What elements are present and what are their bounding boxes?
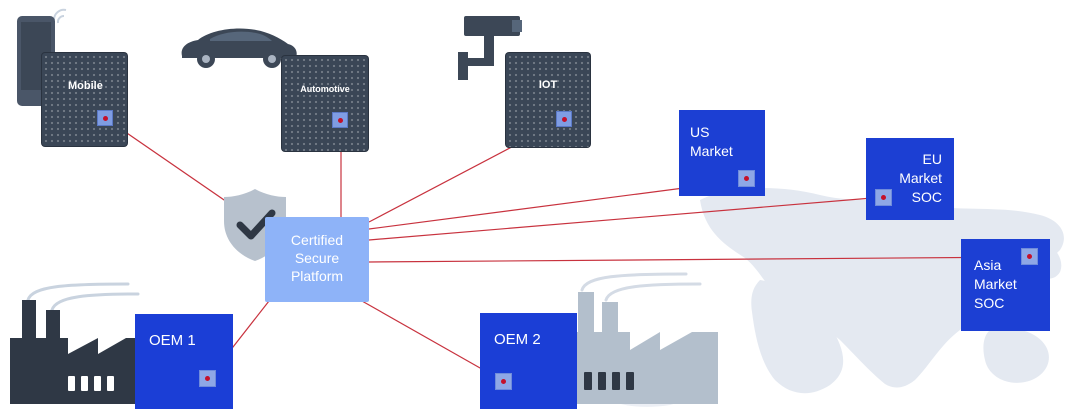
chip-iot-pad [556, 111, 572, 127]
factory-icon [564, 272, 718, 404]
eu-market-line-1: EU [922, 151, 942, 167]
oem2-pad [495, 373, 512, 390]
asia-market-box: Asia Market SOC [961, 239, 1050, 331]
platform-line-3: Platform [290, 268, 344, 284]
oem1-pad [199, 370, 216, 387]
chip-mobile: Mobile [42, 53, 127, 146]
oem2-box: OEM 2 [480, 313, 577, 409]
car-icon [181, 28, 297, 68]
asia-market-line-1: Asia [974, 257, 1002, 273]
eu-market-box: EU Market SOC [866, 138, 954, 220]
chip-automotive-label: Automotive [300, 84, 350, 94]
us-market-box: US Market [679, 110, 765, 196]
eu-market-pad [875, 189, 892, 206]
platform-line-2: Secure [294, 250, 340, 266]
asia-market-pad [1021, 248, 1038, 265]
certified-secure-platform: Certified Secure Platform [265, 217, 369, 302]
security-camera-icon [458, 16, 522, 80]
chip-mobile-label: Mobile [68, 80, 103, 92]
eu-market-line-2: Market [899, 170, 942, 186]
link-asia-platform [368, 256, 1031, 263]
chip-iot: IOT [506, 53, 590, 147]
chip-iot-label: IOT [538, 79, 558, 91]
chip-automotive: Automotive [282, 56, 368, 151]
asia-market-line-3: SOC [974, 295, 1005, 311]
us-market-line-1: US [690, 124, 710, 140]
us-market-pad [738, 170, 755, 187]
link-oem2-platform [361, 300, 504, 382]
platform-line-1: Certified [290, 232, 344, 248]
eu-market-line-3: SOC [911, 189, 942, 205]
chip-mobile-pad [97, 110, 113, 126]
asia-market-line-2: Market [974, 276, 1017, 292]
chip-automotive-pad [332, 112, 348, 128]
factory-icon [10, 282, 146, 404]
us-market-line-2: Market [690, 143, 733, 159]
oem1-box: OEM 1 [135, 314, 233, 409]
oem1-label: OEM 1 [149, 332, 196, 349]
oem2-label: OEM 2 [494, 331, 541, 348]
link-eu-platform [368, 196, 885, 241]
